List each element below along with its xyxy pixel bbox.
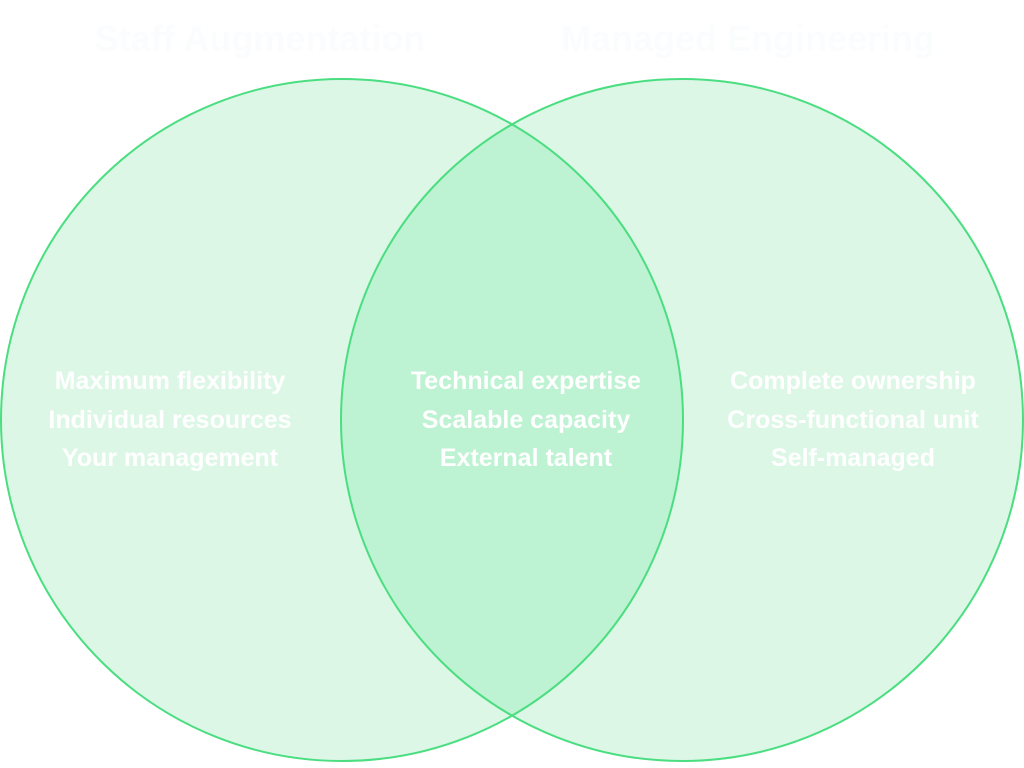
list-item: External talent bbox=[439, 444, 613, 472]
center-items: Technical expertise Scalable capacity Ex… bbox=[366, 362, 686, 478]
list-item: Maximum flexibility bbox=[54, 367, 286, 395]
right-circle-outline bbox=[340, 78, 1024, 762]
right-items: Complete ownership Cross-functional unit… bbox=[693, 362, 1013, 478]
list-item: Scalable capacity bbox=[421, 405, 631, 434]
list-item: Individual resources bbox=[48, 405, 292, 434]
left-title: Staff Augmentation bbox=[94, 18, 426, 59]
right-title: Managed Engineering bbox=[560, 18, 936, 59]
list-item: Complete ownership bbox=[730, 367, 976, 395]
list-item: Cross-functional unit bbox=[727, 405, 979, 434]
left-circle-outline bbox=[0, 78, 684, 762]
list-item: Technical expertise bbox=[410, 367, 642, 395]
list-item: Self-managed bbox=[771, 444, 935, 472]
left-items: Maximum flexibility Individual resources… bbox=[10, 362, 330, 478]
list-item: Your management bbox=[61, 444, 279, 472]
